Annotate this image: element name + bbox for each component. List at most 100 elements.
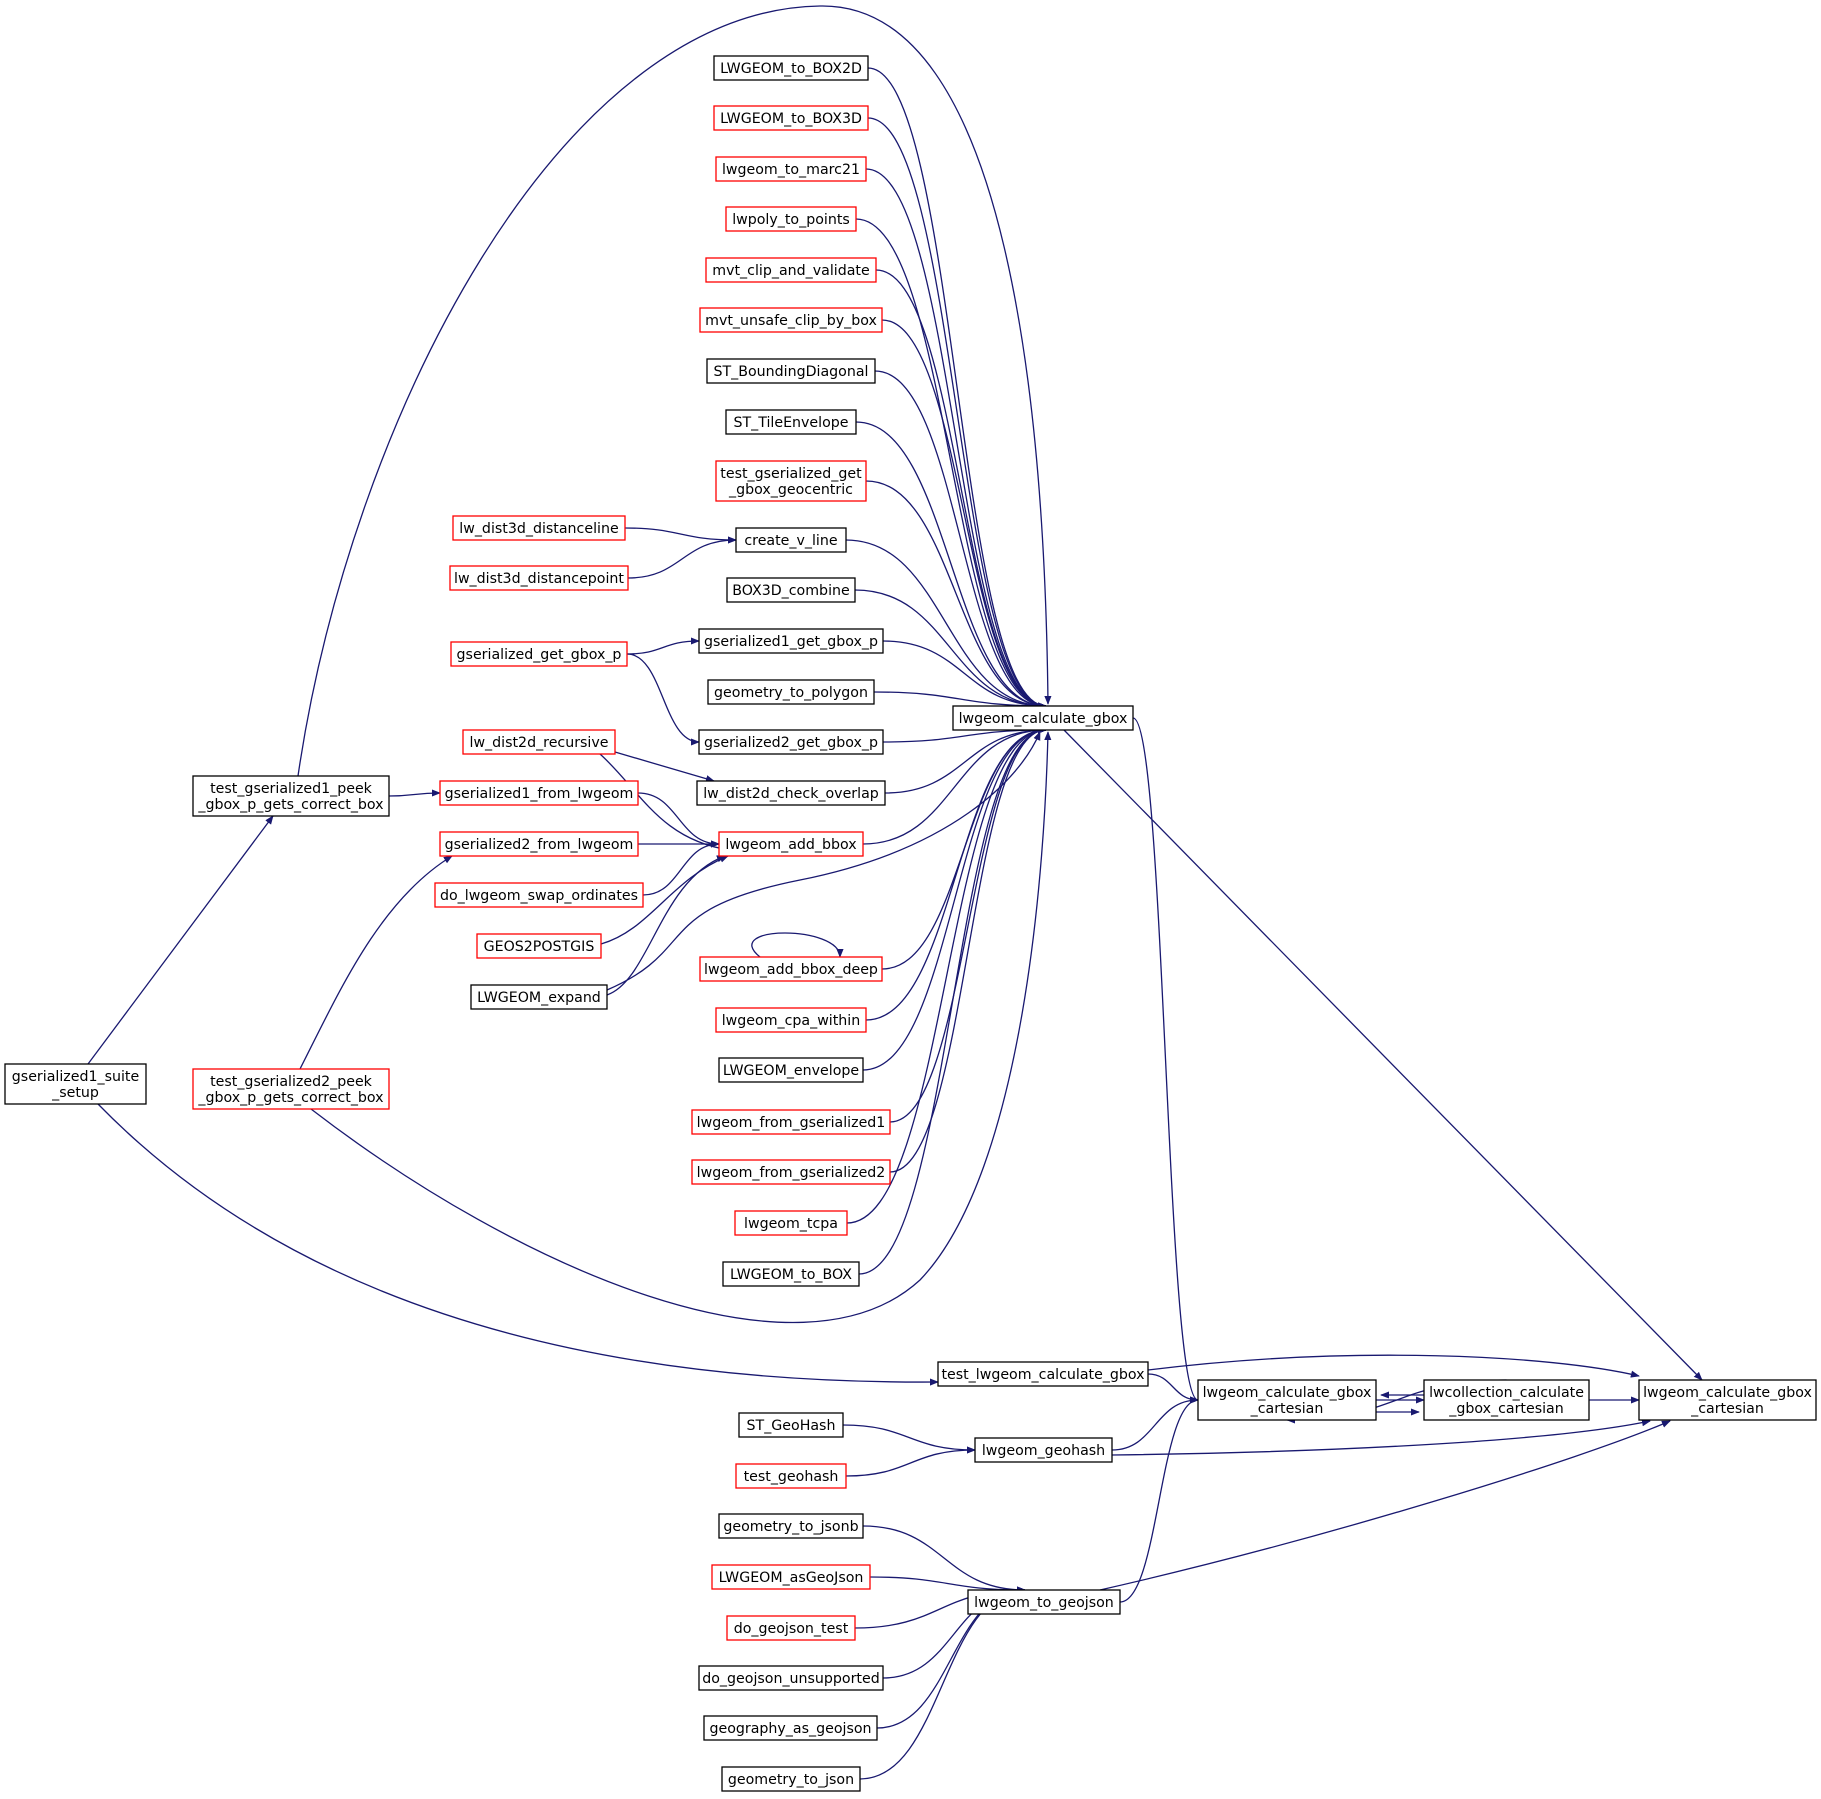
node-st-tileenvelope[interactable]: ST_TileEnvelope [725, 409, 857, 435]
node-gserialized-get-gbox-p[interactable]: gserialized_get_gbox_p [450, 641, 628, 667]
node-lwgeom-to-geojson[interactable]: lwgeom_to_geojson [967, 1589, 1121, 1615]
edge-path [854, 589, 1047, 710]
node-lwpoly-to-points[interactable]: lwpoly_to_points [725, 206, 857, 232]
edge-path [1099, 1420, 1671, 1591]
node-lwgeom-from-gserialized1[interactable]: lwgeom_from_gserialized1 [691, 1109, 891, 1135]
node-lw-dist3d-distanceline[interactable]: lw_dist3d_distanceline [452, 515, 626, 541]
node-geometry-to-json[interactable]: geometry_to_json [721, 1766, 861, 1792]
node-test-gserialized-get-gbox-geocentric[interactable]: test_gserialized_get_gbox_geocentric [715, 460, 867, 502]
node-test-gserialized1-peek-gbox-p-gets-correct-box[interactable]: test_gserialized1_peek_gbox_p_gets_corre… [192, 775, 390, 817]
node-lwgeom-add-bbox-deep[interactable]: lwgeom_add_bbox_deep [699, 956, 883, 982]
node-lwcollection-calculate-gbox-cartesian[interactable]: lwcollection_calculate_gbox_cartesian [1423, 1379, 1590, 1421]
node-box [452, 515, 626, 541]
node-mvt-unsafe-clip-by-box[interactable]: mvt_unsafe_clip_by_box [699, 307, 883, 333]
edge-path [862, 726, 1047, 1071]
node-lwgeom-cpa-within[interactable]: lwgeom_cpa_within [715, 1007, 867, 1033]
edge-path [614, 751, 715, 783]
node-lwgeom-expand[interactable]: LWGEOM_expand [470, 984, 608, 1010]
node-mvt-clip-and-validate[interactable]: mvt_clip_and_validate [705, 257, 877, 283]
edge-path [842, 1424, 976, 1454]
edge-LWGEOM_to_BOX3D-to-lwgeom_calculate_gbox [867, 117, 1047, 710]
node-lwgeom-envelope[interactable]: LWGEOM_envelope [718, 1057, 864, 1083]
node-box [718, 831, 864, 857]
node-create-v-line[interactable]: create_v_line [735, 527, 847, 553]
node-geometry-to-polygon[interactable]: geometry_to_polygon [707, 679, 875, 705]
node-lw-dist3d-distancepoint[interactable]: lw_dist3d_distancepoint [449, 565, 629, 591]
node-box [705, 257, 877, 283]
edge-LWGEOM_expand-to-lwgeom_add_bbox [606, 855, 726, 996]
node-box3d-combine[interactable]: BOX3D_combine [726, 577, 856, 603]
node-label: _gbox_p_gets_correct_box [197, 797, 383, 813]
edge-path [599, 753, 731, 853]
edge-lwgeom_cpa_within-to-lwgeom_calculate_gbox [865, 726, 1047, 1021]
node-geos2postgis[interactable]: GEOS2POSTGIS [476, 933, 602, 959]
node-label: gserialized_get_gbox_p [457, 647, 622, 663]
node-lwgeom-to-box2d[interactable]: LWGEOM_to_BOX2D [713, 55, 869, 81]
edge-LWGEOM_expand-to-lwgeom_calculate_gbox [606, 731, 1041, 991]
node-box [192, 1068, 390, 1110]
edge-path [884, 726, 1047, 794]
edge-LWGEOM_to_BOX-to-lwgeom_calculate_gbox [858, 726, 1047, 1275]
node-lwgeom-calculate-gbox-cartesian-mid[interactable]: lwgeom_calculate_gbox_cartesian [1197, 1379, 1377, 1421]
node-st-boundingdiagonal[interactable]: ST_BoundingDiagonal [706, 358, 876, 384]
node-lwgeom-asgeojson[interactable]: LWGEOM_asGeoJson [711, 1564, 871, 1590]
node-box [726, 1615, 856, 1641]
node-label: _gbox_cartesian [1448, 1401, 1563, 1417]
node-box [691, 1109, 891, 1135]
node-label: create_v_line [744, 533, 837, 549]
node-label: GEOS2POSTGIS [484, 939, 595, 955]
node-lwgeom-tcpa[interactable]: lwgeom_tcpa [734, 1210, 848, 1236]
node-lw-dist2d-recursive[interactable]: lw_dist2d_recursive [462, 729, 616, 755]
node-lwgeom-geohash[interactable]: lwgeom_geohash [974, 1437, 1113, 1463]
edge-path [889, 726, 1047, 1173]
node-box [1423, 1379, 1590, 1421]
node-label: lwgeom_geohash [982, 1443, 1105, 1459]
node-label: test_gserialized2_peek [210, 1074, 373, 1090]
node-lw-dist2d-check-overlap[interactable]: lw_dist2d_check_overlap [696, 780, 886, 806]
node-gserialized2-from-lwgeom[interactable]: gserialized2_from_lwgeom [439, 831, 639, 857]
node-lwgeom-to-marc21[interactable]: lwgeom_to_marc21 [715, 156, 867, 182]
node-label: ST_BoundingDiagonal [714, 364, 869, 380]
edge-path [889, 726, 1047, 1123]
node-label: lwgeom_add_bbox [725, 837, 856, 853]
node-do-lwgeom-swap-ordinates[interactable]: do_lwgeom_swap_ordinates [434, 882, 644, 908]
node-label: lwgeom_cpa_within [722, 1013, 861, 1029]
node-test-lwgeom-calculate-gbox[interactable]: test_lwgeom_calculate_gbox [937, 1361, 1149, 1387]
node-gserialized2-get-gbox-p[interactable]: gserialized2_get_gbox_p [698, 729, 884, 755]
edge-path [846, 726, 1047, 1224]
edge-test_gserialized1_peek_gbox_p_gets_correct_box-to-lwgeom_calculate_gbox [297, 5, 1052, 777]
edge-gserialized1_get_gbox_p-to-lwgeom_calculate_gbox [882, 640, 1047, 710]
node-label: gserialized2_get_gbox_p [704, 735, 878, 751]
node-geometry-to-jsonb[interactable]: geometry_to_jsonb [718, 1513, 864, 1539]
edge-path [865, 726, 1047, 1021]
node-box [470, 984, 608, 1010]
node-lwgeom-add-bbox[interactable]: lwgeom_add_bbox [718, 831, 864, 857]
node-label: ST_TileEnvelope [733, 415, 848, 431]
edge-path [624, 527, 737, 544]
node-geography-as-geojson[interactable]: geography_as_geojson [703, 1715, 878, 1741]
node-st-geohash[interactable]: ST_GeoHash [738, 1412, 844, 1438]
node-test-gserialized2-peek-gbox-p-gets-correct-box[interactable]: test_gserialized2_peek_gbox_p_gets_corre… [192, 1068, 390, 1110]
node-lwgeom-calculate-gbox[interactable]: lwgeom_calculate_gbox [952, 705, 1134, 731]
node-gserialized1-suite-setup[interactable]: gserialized1_suite_setup [4, 1063, 147, 1105]
node-gserialized1-get-gbox-p[interactable]: gserialized1_get_gbox_p [698, 628, 884, 654]
node-lwgeom-calculate-gbox-cartesian[interactable]: lwgeom_calculate_gbox_cartesian [1638, 1379, 1817, 1421]
edge-path [637, 792, 720, 848]
node-lwgeom-from-gserialized2[interactable]: lwgeom_from_gserialized2 [691, 1159, 891, 1185]
node-label: ST_GeoHash [747, 1418, 836, 1434]
node-lwgeom-to-box3d[interactable]: LWGEOM_to_BOX3D [713, 105, 869, 131]
node-label: lw_dist3d_distanceline [459, 521, 618, 537]
node-label: lwgeom_add_bbox_deep [704, 962, 878, 978]
edge-LWGEOM_to_BOX2D-to-lwgeom_calculate_gbox [867, 67, 1047, 710]
node-label: gserialized2_from_lwgeom [445, 837, 634, 853]
node-do-geojson-test[interactable]: do_geojson_test [726, 1615, 856, 1641]
node-gserialized1-from-lwgeom[interactable]: gserialized1_from_lwgeom [439, 780, 639, 806]
edge-geometry_to_json-to-lwgeom_to_geojson [859, 1586, 1026, 1780]
node-label: _cartesian [1250, 1401, 1324, 1417]
node-label: geography_as_geojson [709, 1721, 871, 1737]
node-box [718, 1057, 864, 1083]
node-test-geohash[interactable]: test_geohash [735, 1463, 847, 1489]
edge-path [299, 855, 453, 1070]
node-do-geojson-unsupported[interactable]: do_geojson_unsupported [698, 1665, 884, 1691]
node-lwgeom-to-box[interactable]: LWGEOM_to_BOX [722, 1261, 860, 1287]
